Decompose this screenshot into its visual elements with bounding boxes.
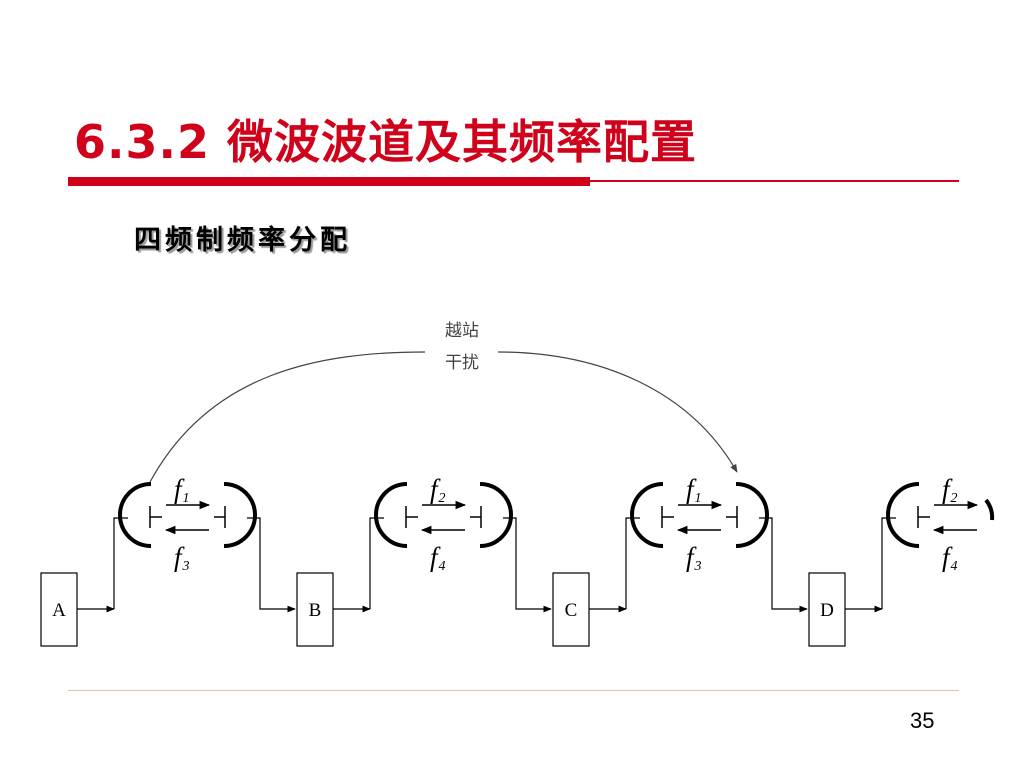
freq-label-f2: f2 — [430, 474, 446, 506]
freq-label-f2: f2 — [942, 474, 958, 506]
freq-label-f3: f3 — [686, 542, 702, 574]
freq-label-f1: f1 — [686, 474, 702, 506]
station-d-label: D — [820, 600, 834, 621]
overreach-interference-arc: 越站 干扰 — [149, 321, 738, 483]
station-c: C — [552, 572, 590, 647]
footer-divider — [68, 690, 959, 691]
feed-line-d — [845, 517, 896, 613]
station-d: D — [808, 572, 846, 647]
interference-label-line2: 干扰 — [445, 353, 479, 373]
freq-label-f1: f1 — [174, 474, 190, 506]
antenna-dish-left — [630, 482, 664, 548]
feed-line-a — [77, 517, 128, 613]
relay-site-3: f1 f3 — [630, 474, 769, 574]
interference-label-line1: 越站 — [445, 321, 479, 341]
station-a-label: A — [52, 600, 66, 621]
antenna-dish-right-partial — [984, 498, 995, 521]
page-title: 6.3.2 微波波道及其频率配置 — [74, 115, 697, 169]
station-c-label: C — [565, 600, 578, 621]
page-number: 35 — [910, 708, 935, 733]
station-a: A — [40, 572, 78, 647]
title-underline-thick — [68, 177, 590, 186]
relay-site-2: f2 f4 — [374, 474, 513, 574]
feed-line-2 — [503, 517, 552, 613]
freq-label-f4: f4 — [942, 542, 958, 574]
station-b-label: B — [309, 600, 322, 621]
antenna-dish-right — [735, 482, 769, 548]
antenna-dish-right — [479, 482, 513, 548]
subtitle: 四频制频率分配 — [134, 225, 351, 256]
relay-site-4: f2 f4 — [886, 474, 995, 574]
antenna-dish-left — [374, 482, 408, 548]
antenna-dish-left — [886, 482, 920, 548]
freq-label-f3: f3 — [174, 542, 190, 574]
antenna-dish-right — [223, 482, 257, 548]
relay-site-1: f1 f3 — [118, 474, 257, 574]
station-b: B — [296, 572, 334, 647]
title-underline-thin — [590, 180, 959, 182]
freq-label-f4: f4 — [430, 542, 446, 574]
antenna-dish-left — [118, 482, 152, 548]
feed-line-c — [589, 517, 640, 613]
feed-line-b — [333, 517, 384, 613]
feed-line-3 — [759, 517, 808, 613]
feed-line-1 — [247, 517, 296, 613]
